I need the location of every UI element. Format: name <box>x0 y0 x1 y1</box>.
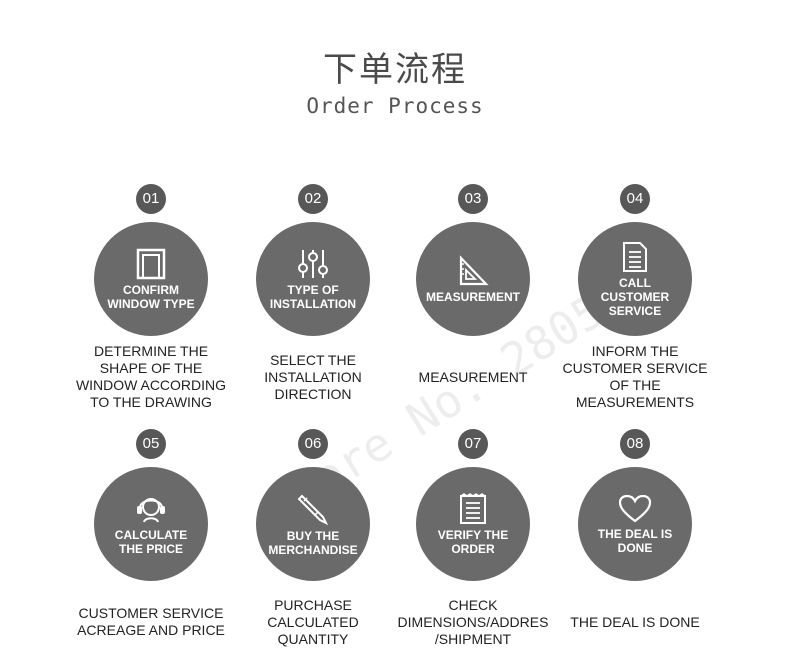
step-description: PURCHASE CALCULATED QUANTITY <box>267 596 359 647</box>
step-label: TYPE OF INSTALLATION <box>269 282 357 311</box>
step-description: INFORM THE CUSTOMER SERVICE OF THE MEASU… <box>562 343 708 410</box>
sliders-icon <box>298 249 328 278</box>
window-frame-icon <box>136 248 166 279</box>
step-number-badge: 08 <box>620 429 650 459</box>
set-square-icon <box>459 254 489 285</box>
step-label: CONFIRM WINDOW TYPE <box>107 282 195 311</box>
step-number-badge: 05 <box>136 429 166 459</box>
document-icon <box>623 241 647 272</box>
step-description: CHECK DIMENSIONS/ADDRES /SHIPMENT <box>397 596 549 647</box>
step-number-badge: 03 <box>458 184 488 214</box>
step-description: CUSTOMER SERVICE ACREAGE AND PRICE <box>77 605 225 638</box>
step-number-badge: 07 <box>458 429 488 459</box>
step-circle: CALCULATE THE PRICE <box>94 467 208 581</box>
step-label: CALL CUSTOMER SERVICE <box>600 275 670 318</box>
step-circle: BUY THE MERCHANDISE <box>256 467 370 581</box>
step-circle: MEASUREMENT <box>416 222 530 336</box>
pencil-icon <box>297 494 329 525</box>
receipt-icon <box>460 492 486 524</box>
step-number-badge: 02 <box>298 184 328 214</box>
step-circle: THE DEAL IS DONE <box>578 467 692 581</box>
step-number-badge: 01 <box>136 184 166 214</box>
page-title-en: Order Process <box>306 94 484 118</box>
step-description: DETERMINE THE SHAPE OF THE WINDOW ACCORD… <box>75 343 227 410</box>
step-label: MEASUREMENT <box>425 289 520 304</box>
step-label: THE DEAL IS DONE <box>597 526 673 555</box>
step-label: VERIFY THE ORDER <box>437 527 509 556</box>
step-description: THE DEAL IS DONE <box>570 613 700 630</box>
step-circle: TYPE OF INSTALLATION <box>256 222 370 336</box>
step-number-badge: 06 <box>298 429 328 459</box>
step-number-badge: 04 <box>620 184 650 214</box>
step-label: CALCULATE THE PRICE <box>114 527 188 556</box>
headset-icon <box>137 497 165 522</box>
step-description: SELECT THE INSTALLATION DIRECTION <box>264 351 362 402</box>
heart-icon <box>618 494 652 522</box>
step-circle: CONFIRM WINDOW TYPE <box>94 222 208 336</box>
step-description: MEASUREMENT <box>418 368 528 385</box>
page-title-cn: 下单流程 <box>323 50 467 90</box>
step-label: BUY THE MERCHANDISE <box>268 528 358 557</box>
step-circle: VERIFY THE ORDER <box>416 467 530 581</box>
step-circle: CALL CUSTOMER SERVICE <box>578 222 692 336</box>
